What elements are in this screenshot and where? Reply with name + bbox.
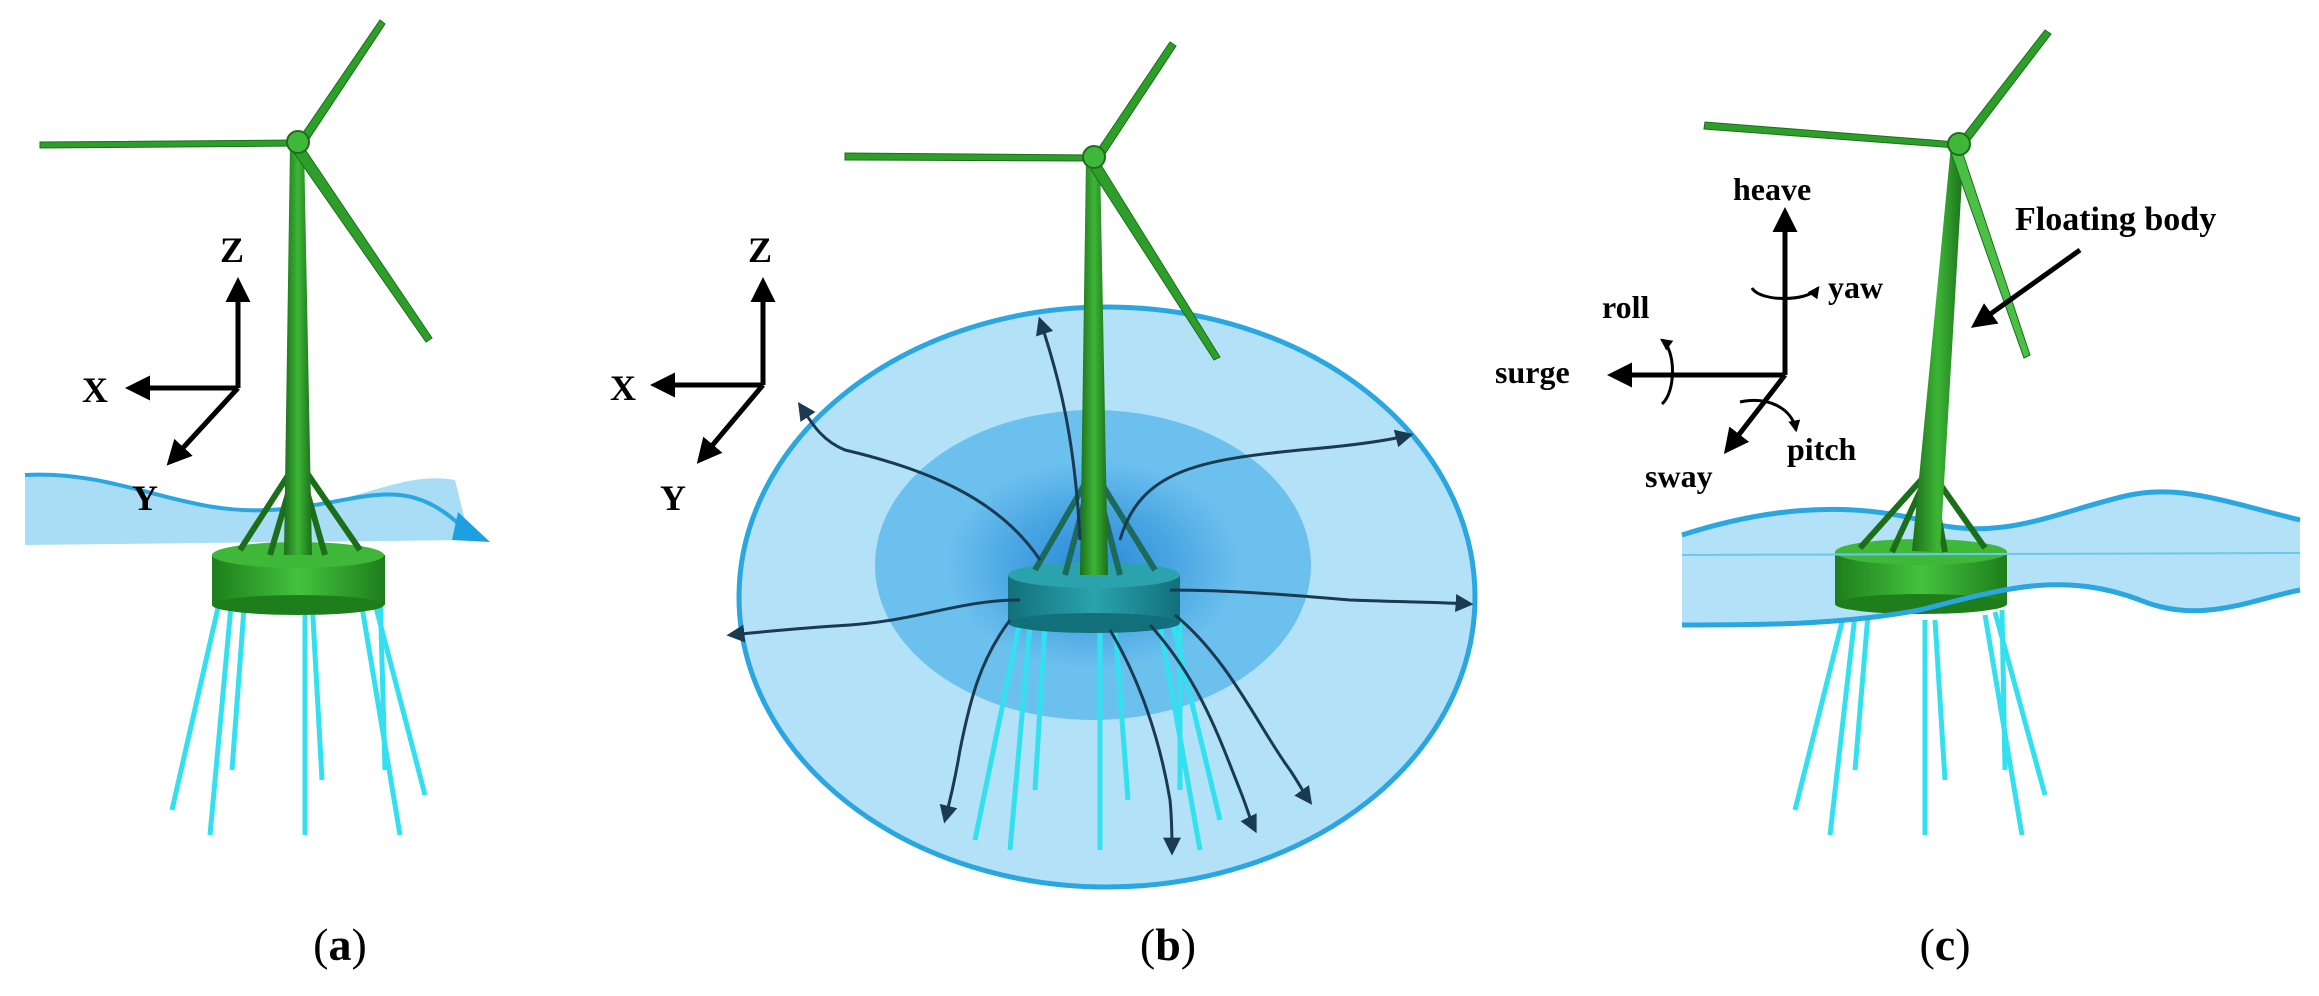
caption-c: (c) — [1919, 919, 1970, 970]
caption-b: (b) — [1140, 919, 1196, 970]
tower — [284, 145, 312, 555]
axis-y-label-b: Y — [660, 478, 686, 518]
mooring-lines-c — [1792, 609, 2048, 836]
mean-water-line — [1681, 552, 2301, 556]
yaw-label: yaw — [1828, 269, 1883, 305]
axis-x-label: X — [82, 370, 108, 410]
yaw-rotation-icon — [1750, 286, 1820, 300]
axis-z-label-b: Z — [748, 230, 772, 270]
axis-x-label-b: X — [610, 368, 636, 408]
rotor-blades-b — [844, 41, 1221, 361]
tower-c — [1912, 145, 1964, 552]
surge-label: surge — [1495, 354, 1570, 390]
axes-triad-b — [650, 277, 776, 464]
panel-a: Z X Y (a) — [24, 19, 490, 970]
rotation-arrows — [1660, 286, 1820, 433]
pitch-label: pitch — [1787, 431, 1857, 467]
floating-body-label: Floating body — [2015, 201, 2216, 238]
heave-label: heave — [1733, 171, 1811, 207]
wave-crest-line — [24, 472, 462, 527]
tower-b — [1080, 158, 1108, 575]
hub-b — [1082, 145, 1106, 169]
hub — [286, 130, 310, 154]
axes-triad-a — [125, 277, 251, 466]
panel-b: Z X Y (b) — [610, 41, 1478, 970]
panel-c: heave yaw roll surge sway pitch Floating… — [1495, 29, 2301, 970]
sway-label: sway — [1645, 458, 1713, 494]
wave-arrow-head — [452, 512, 490, 542]
hub-c — [1947, 132, 1971, 156]
floating-body-pointer — [1970, 247, 2082, 328]
rotor-blades-c — [1703, 29, 2052, 359]
axis-y-label: Y — [132, 478, 158, 518]
roll-rotation-icon — [1660, 338, 1674, 406]
radiation-arrows — [726, 316, 1474, 856]
roll-label: roll — [1602, 289, 1650, 325]
pitch-rotation-icon — [1739, 399, 1801, 433]
dof-triad — [1607, 207, 1798, 454]
mooring-lines-b — [972, 618, 1223, 851]
wave-upper-line — [1681, 489, 2301, 538]
wave-lower-line — [1681, 582, 2301, 628]
mooring-lines — [169, 589, 428, 836]
axis-z-label: Z — [220, 230, 244, 270]
caption-a: (a) — [313, 919, 367, 970]
wave-surface — [25, 474, 470, 545]
floating-platform-b — [1008, 562, 1180, 633]
